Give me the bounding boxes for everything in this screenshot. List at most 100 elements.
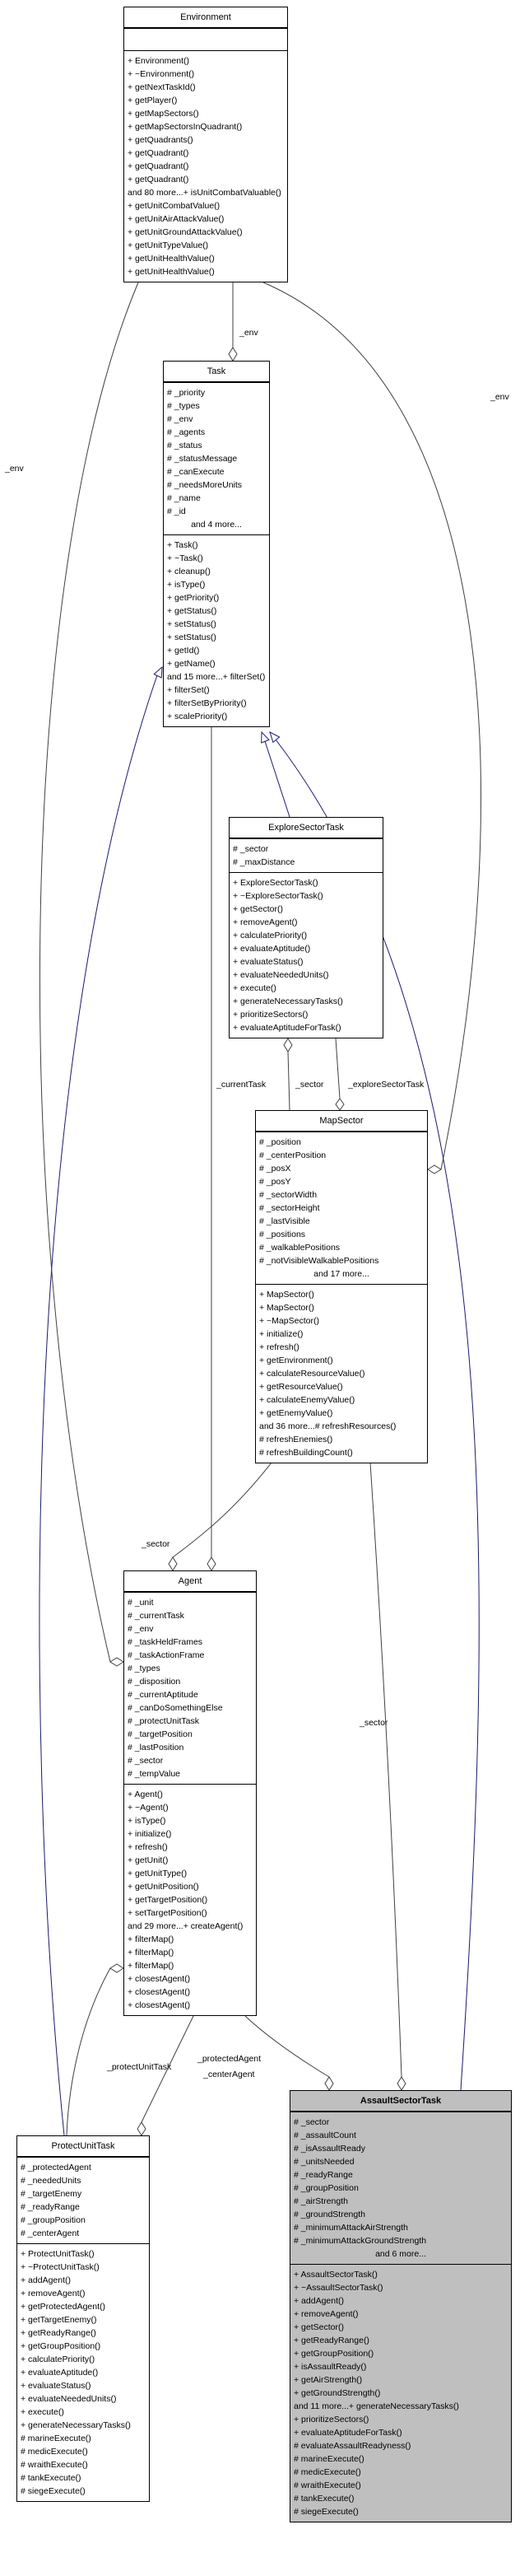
member-row: + getQuadrant() bbox=[128, 175, 189, 184]
member-row: + getId() bbox=[167, 646, 200, 656]
member-row: + getEnvironment() bbox=[259, 1356, 333, 1365]
class-box-task[interactable]: Task # _priority# _types# _env# _agents#… bbox=[163, 361, 270, 727]
member-row: + Environment() bbox=[128, 56, 189, 66]
member-row: + closestAgent() bbox=[128, 1987, 191, 1997]
member-row: # _centerPosition bbox=[259, 1150, 327, 1160]
member-row: + getGroupPosition() bbox=[21, 2341, 101, 2351]
member-row: # _statusMessage bbox=[167, 454, 238, 464]
attributes-section: # _protectedAgent# _neededUnits# _target… bbox=[17, 2158, 149, 2244]
class-box-assaultsectortask[interactable]: AssaultSectorTask # _sector# _assaultCou… bbox=[290, 2090, 512, 2522]
member-row: + calculatePriority() bbox=[21, 2354, 95, 2364]
member-row: # _assaultCount bbox=[294, 2130, 356, 2140]
class-box-agent[interactable]: Agent # _unit# _currentTask# _env# _task… bbox=[123, 1570, 257, 2016]
edge-task-env: _env bbox=[228, 282, 259, 362]
member-row: # _name bbox=[167, 493, 201, 503]
member-row: + execute() bbox=[233, 983, 276, 993]
member-row: # _currentTask bbox=[128, 1611, 184, 1621]
edge-label: _protectUnitTask bbox=[106, 2062, 172, 2072]
member-row: + getUnitPosition() bbox=[128, 1882, 199, 1892]
member-row: # _needsMoreUnits bbox=[167, 480, 243, 490]
member-row: # _airStrength bbox=[294, 2196, 348, 2206]
member-row: and 6 more... bbox=[375, 2249, 426, 2259]
member-row: # _taskActionFrame bbox=[128, 1650, 205, 1660]
member-row: # _status bbox=[167, 441, 202, 450]
member-row: # _readyRange bbox=[294, 2170, 353, 2180]
member-row: + evaluateAptitude() bbox=[233, 944, 311, 954]
member-row: # _sectorHeight bbox=[259, 1203, 320, 1213]
member-row: + evaluateAptitude() bbox=[21, 2368, 99, 2378]
aggregation-diamond-icon bbox=[427, 1164, 442, 1174]
member-row: # _canDoSomethingElse bbox=[128, 1703, 223, 1713]
member-row: + prioritizeSectors() bbox=[294, 2415, 369, 2424]
member-row: # marineExecute() bbox=[21, 2434, 91, 2443]
edge-label: _exploreSectorTask bbox=[347, 1080, 425, 1090]
member-row: + evaluateAptitudeForTask() bbox=[233, 1023, 341, 1033]
methods-section: + AssaultSectorTask()+ ~AssaultSectorTas… bbox=[290, 2265, 511, 2522]
member-row: + addAgent() bbox=[294, 2296, 345, 2306]
member-row: # _readyRange bbox=[21, 2202, 80, 2212]
member-row: + getSector() bbox=[294, 2322, 344, 2332]
methods-section: + Task()+ ~Task()+ cleanup()+ isType()+ … bbox=[164, 535, 269, 726]
attributes-section: # _position# _centerPosition# _posX# _po… bbox=[256, 1132, 427, 1285]
member-row: + execute() bbox=[21, 2407, 64, 2417]
class-box-exploresectortask[interactable]: ExploreSectorTask # _sector # _maxDistanc… bbox=[229, 817, 383, 1038]
member-row: + MapSector() bbox=[259, 1290, 314, 1300]
member-row: # _minimumAttackAirStrength bbox=[294, 2223, 408, 2233]
aggregation-diamond-icon bbox=[397, 2076, 406, 2091]
member-row: + getGroupPosition() bbox=[294, 2349, 374, 2359]
member-row: # _maxDistance bbox=[233, 857, 295, 867]
attributes-section: # _sector# _assaultCount# _isAssaultRead… bbox=[290, 2112, 511, 2265]
member-row: + ~Environment() bbox=[128, 69, 195, 79]
member-row: + getSector() bbox=[233, 904, 283, 914]
member-row: + removeAgent() bbox=[233, 917, 298, 927]
member-row: + getPlayer() bbox=[128, 96, 178, 105]
member-row: # _sector bbox=[233, 844, 269, 854]
member-row: + evaluateAptitudeForTask() bbox=[294, 2428, 402, 2438]
member-row: # _neededUnits bbox=[21, 2176, 81, 2186]
edge-label: _sector bbox=[359, 1718, 388, 1728]
member-row: + MapSector() bbox=[259, 1303, 314, 1313]
aggregation-diamond-icon bbox=[228, 347, 238, 362]
member-row: + getReadyRange() bbox=[21, 2328, 96, 2338]
member-row: + getUnitHealthValue() bbox=[128, 254, 215, 264]
member-row: + prioritizeSectors() bbox=[233, 1010, 309, 1020]
class-box-protectunittask[interactable]: ProtectUnitTask # _protectedAgent# _need… bbox=[16, 2135, 150, 2502]
member-row: # _tempValue bbox=[128, 1769, 181, 1779]
member-row: # _taskHeldFrames bbox=[128, 1637, 203, 1647]
member-row: # _positions bbox=[259, 1230, 306, 1239]
class-title: ExploreSectorTask bbox=[230, 818, 383, 839]
member-row: # siegeExecute() bbox=[21, 2486, 86, 2496]
class-title: MapSector bbox=[256, 1111, 427, 1132]
member-row: # _minimumAttackGroundStrength bbox=[294, 2236, 427, 2246]
class-box-environment[interactable]: Environment + Environment()+ ~Environmen… bbox=[123, 7, 288, 282]
member-row: + filterMap() bbox=[128, 1948, 174, 1958]
member-row: + calculateResourceValue() bbox=[259, 1369, 365, 1379]
inheritance-arrow-icon bbox=[261, 730, 270, 744]
member-row: + closestAgent() bbox=[128, 2000, 191, 2010]
member-row: + getAirStrength() bbox=[294, 2375, 363, 2385]
edge-mapsector-exploresectortask: _exploreSectorTask bbox=[335, 1038, 425, 1111]
member-row: # marineExecute() bbox=[294, 2454, 364, 2464]
class-box-mapsector[interactable]: MapSector # _position# _centerPosition# … bbox=[255, 1110, 428, 1463]
member-row: # _disposition bbox=[128, 1677, 181, 1687]
member-row: # siegeExecute() bbox=[294, 2507, 359, 2517]
member-row: # wraithExecute() bbox=[294, 2480, 361, 2490]
member-row: + getPriority() bbox=[167, 593, 220, 603]
member-row: # _isAssaultReady bbox=[294, 2144, 365, 2154]
member-row: # _env bbox=[128, 1624, 154, 1634]
edge-assaultsectortask-centeragent: _centerAgent bbox=[202, 2015, 334, 2091]
class-title: AssaultSectorTask bbox=[290, 2091, 511, 2112]
edge-agent-protectunittask: _protectUnitTask bbox=[66, 1963, 172, 2136]
methods-section: + MapSector()+ MapSector()+ ~MapSector()… bbox=[256, 1285, 427, 1463]
member-row: + setTargetPosition() bbox=[128, 1908, 207, 1918]
member-row: + getResourceValue() bbox=[259, 1382, 343, 1392]
aggregation-diamond-icon bbox=[335, 1098, 345, 1111]
member-row: # medicExecute() bbox=[294, 2467, 361, 2477]
member-row: + generateNecessaryTasks() bbox=[21, 2420, 131, 2430]
edge-inheritance-protectunittask-task bbox=[39, 665, 163, 2136]
member-row: + refresh() bbox=[259, 1342, 299, 1352]
member-row: + ~ProtectUnitTask() bbox=[21, 2262, 100, 2272]
aggregation-diamond-icon bbox=[168, 1556, 178, 1571]
member-row: # tankExecute() bbox=[21, 2473, 81, 2483]
